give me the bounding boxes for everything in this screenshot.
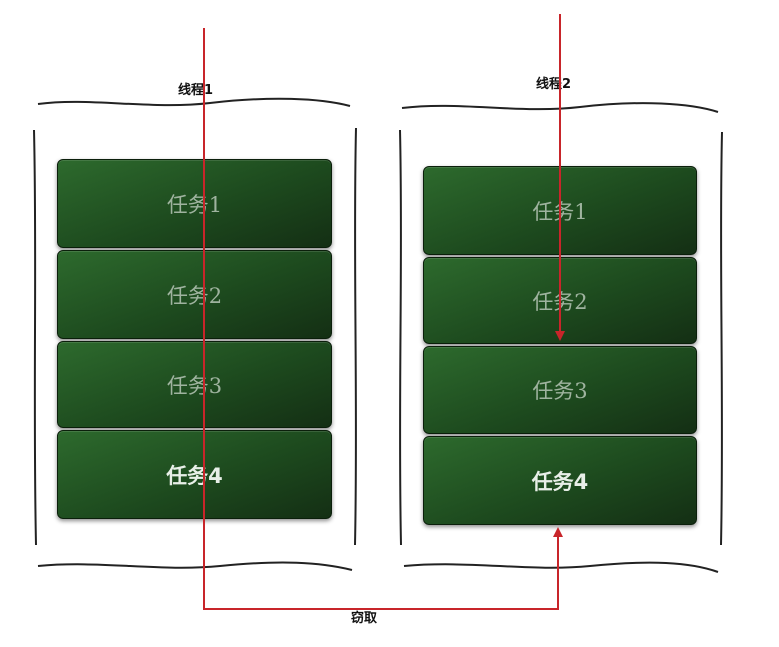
thread2-task-4: 任务4	[423, 436, 697, 525]
deque1-left-wall	[33, 129, 37, 546]
deque2-top-wave	[401, 102, 719, 113]
thread1-task-3: 任务3	[57, 341, 332, 428]
thread2-label: 线程2	[536, 77, 572, 92]
thread1-task-4: 任务4	[57, 430, 332, 519]
steal-label: 窃取	[351, 611, 378, 626]
deque1-bottom-wave	[37, 561, 353, 571]
thread2-task-3: 任务3	[423, 346, 697, 434]
deque1-top-wave	[37, 97, 351, 107]
thread1-task-1: 任务1	[57, 159, 332, 248]
thread1-task-2: 任务2	[57, 250, 332, 339]
deque2-right-wall	[720, 131, 723, 546]
deque2-bottom-wave	[403, 561, 719, 573]
deque2-left-wall	[399, 129, 402, 546]
steal-path-arrow	[203, 28, 563, 610]
deque1-right-wall	[354, 127, 357, 546]
